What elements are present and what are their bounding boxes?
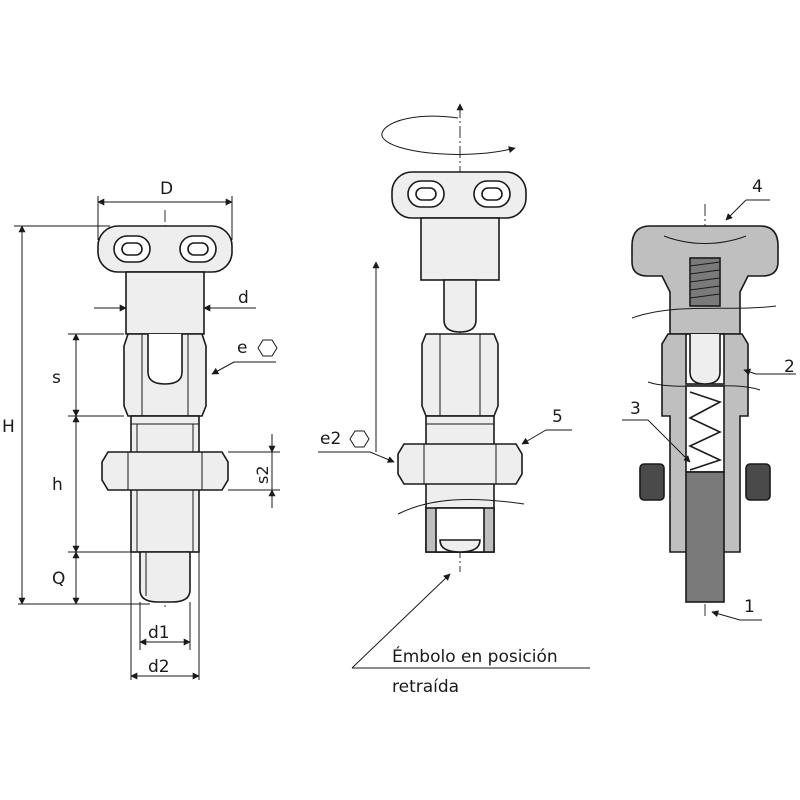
hex-symbol-e2: [349, 430, 370, 448]
middle-hex-nut: [397, 443, 523, 485]
label-D: D: [160, 179, 173, 199]
left-knob-hole-1-inner: [121, 242, 143, 256]
label-4: 4: [752, 177, 763, 197]
label-d: d: [238, 288, 249, 308]
caption-line-2: retraída: [392, 677, 459, 697]
middle-hex-body: [421, 333, 499, 417]
right-plunger: [685, 471, 725, 603]
hex-symbol-e: [257, 339, 278, 357]
label-H: H: [2, 417, 15, 437]
label-e2: e2: [320, 429, 341, 449]
label-e: e: [237, 338, 247, 358]
right-thread-insert: [689, 257, 721, 307]
right-view-section: 4 2 3 1: [622, 177, 796, 621]
label-d1: d1: [148, 623, 170, 643]
left-knob-hole-2-inner: [187, 242, 209, 256]
right-nut-right: [745, 463, 771, 501]
label-h: h: [52, 475, 63, 495]
label-2: 2: [784, 357, 795, 377]
right-spring-chamber: [685, 385, 725, 473]
label-d2: d2: [148, 657, 170, 677]
label-5: 5: [552, 407, 563, 427]
label-s: s: [52, 368, 61, 388]
left-view-plunger: D d e s h Q H s2: [2, 179, 280, 680]
middle-pin: [443, 279, 477, 333]
label-1: 1: [744, 597, 755, 617]
left-slot: [147, 334, 183, 385]
left-plunger-tip: [139, 551, 191, 603]
label-Q: Q: [52, 569, 65, 589]
rotation-arrow: [381, 115, 516, 155]
middle-stem: [420, 217, 500, 281]
label-s2: s2: [253, 465, 272, 484]
left-stem: [125, 271, 205, 335]
label-3: 3: [630, 399, 641, 419]
left-hex-nut: [101, 451, 229, 491]
right-nut-left: [639, 463, 665, 501]
right-spring: [688, 391, 723, 471]
caption-line-1: Émbolo en posición: [392, 645, 558, 667]
middle-view-retracted: e2 5 Émbolo en posición retraída: [318, 103, 590, 697]
